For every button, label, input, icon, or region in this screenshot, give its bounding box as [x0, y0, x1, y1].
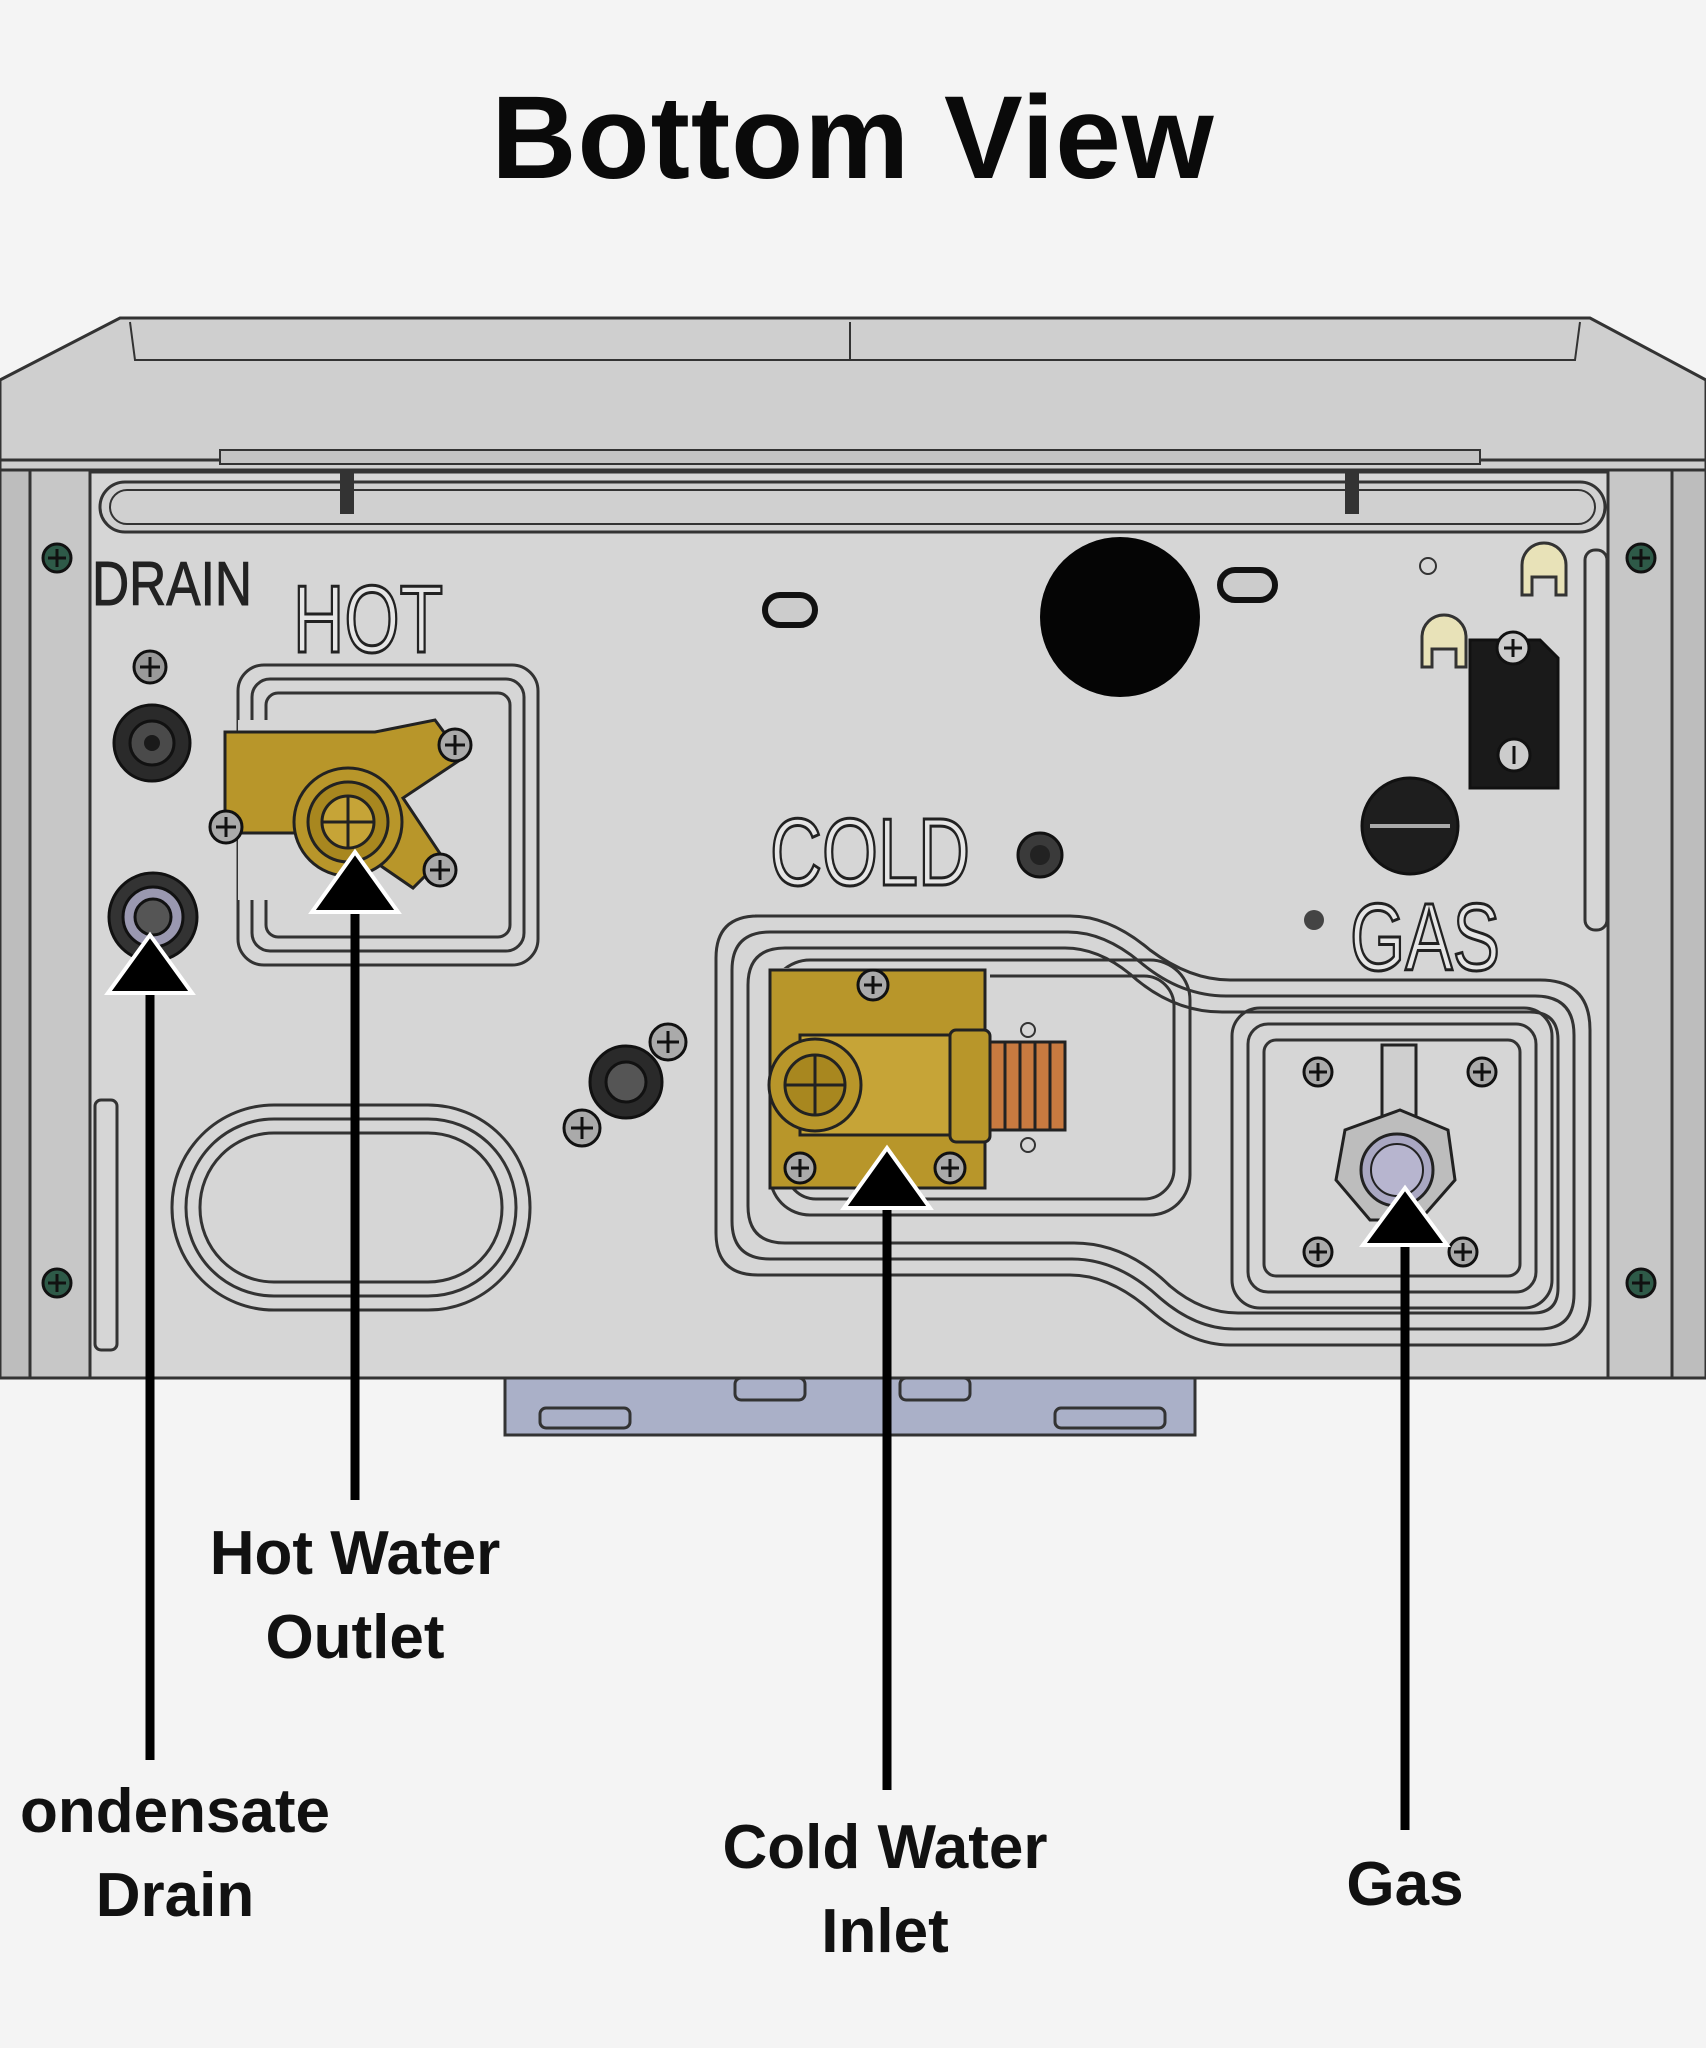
- left-side-rail: [0, 468, 32, 1380]
- hot-water-fitting: [208, 718, 473, 890]
- condensate-drain-arrow: [104, 931, 196, 1760]
- right-side-frame: [1606, 468, 1674, 1380]
- drain-plug: [112, 703, 192, 783]
- screw-icon: [562, 1022, 688, 1148]
- terminal-block: [1468, 630, 1560, 790]
- center-plug: [588, 1044, 664, 1120]
- condensate-drain-fitting: [107, 871, 199, 963]
- clip-icon: [1420, 613, 1468, 669]
- right-side-rail: [1670, 468, 1706, 1380]
- clip-icon: [1520, 541, 1568, 597]
- gas-label: Gas: [1346, 1850, 1464, 1919]
- gas-fitting: [1302, 1043, 1498, 1268]
- cold-water-inlet-label: Cold Water Inlet: [722, 1813, 1048, 1966]
- frame-screw-icon: [41, 542, 1657, 1299]
- bottom-panel: [88, 470, 1610, 1380]
- gas-marking: GAS: [1350, 884, 1500, 991]
- cold-marking: COLD: [770, 799, 970, 906]
- slot-hole: [762, 592, 818, 628]
- left-side-frame: [28, 468, 92, 1380]
- round-cap: [1360, 776, 1460, 876]
- panel-rail-bar: [98, 480, 1607, 534]
- gas-arrow: [1359, 1184, 1451, 1830]
- vent-hole: [1040, 537, 1200, 697]
- page-title: Bottom View: [491, 72, 1215, 204]
- hot-water-outlet-arrow: [308, 848, 402, 1500]
- hot-marking: HOT: [293, 566, 443, 673]
- drain-marking: DRAIN: [92, 550, 252, 619]
- cold-water-fitting: [767, 968, 1067, 1190]
- mount-bracket: [503, 1373, 1197, 1437]
- condensate-drain-label: ondensate Drain: [19, 1777, 331, 1930]
- top-housing: [0, 316, 1706, 472]
- slot-hole: [1217, 567, 1278, 603]
- hot-water-outlet-label: Hot Water Outlet: [209, 1519, 501, 1672]
- cold-water-inlet-arrow: [840, 1144, 934, 1790]
